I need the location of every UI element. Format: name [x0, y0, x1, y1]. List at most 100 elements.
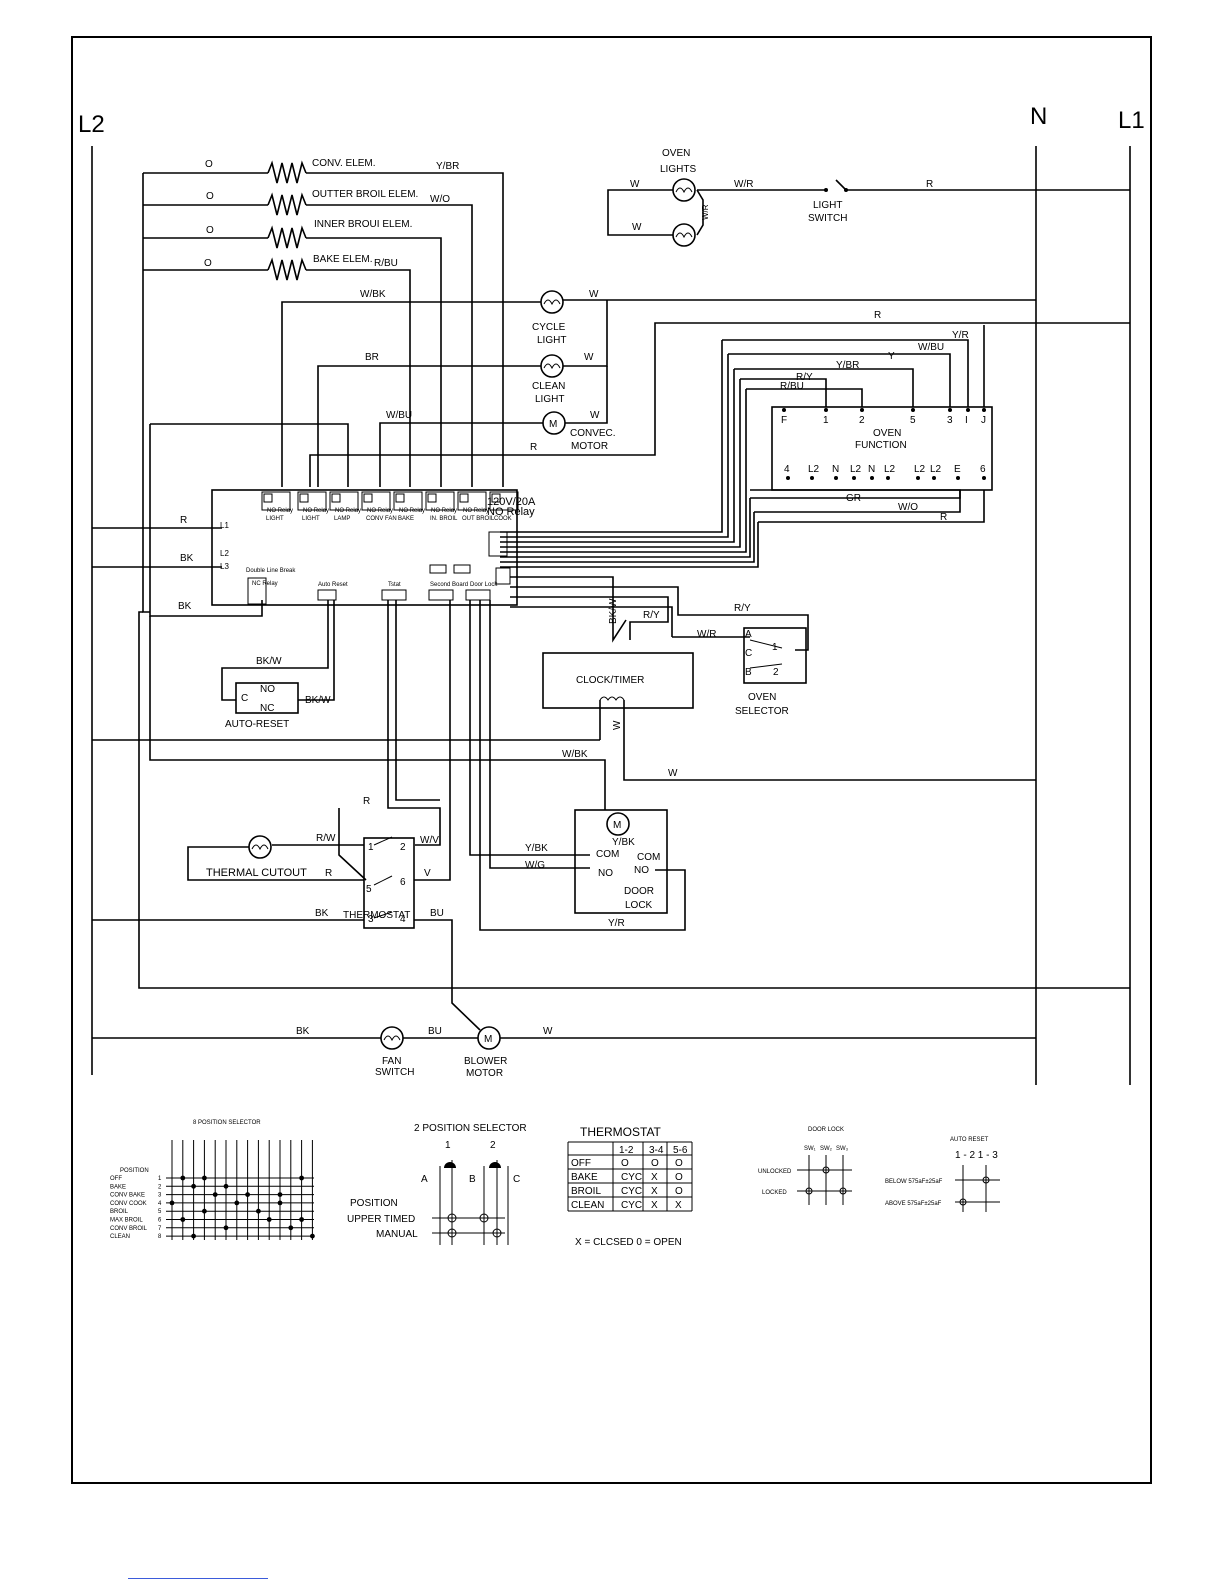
svg-text:L2: L2 — [220, 549, 229, 558]
relay-spec: NO Relay — [431, 508, 457, 514]
svg-text:R: R — [180, 515, 187, 526]
oven-lights-circuit: OVEN LIGHTS W W W/R R W/R LIGHT SWITCH — [607, 148, 1130, 247]
svg-text:1 - 2 1 - 3: 1 - 2 1 - 3 — [955, 1150, 998, 1161]
footer-link-underline — [128, 1578, 268, 1579]
svg-text:Y/BK: Y/BK — [525, 843, 548, 854]
rail-l2-label: L2 — [78, 111, 105, 138]
thermostat-table-row-label: BAKE — [571, 1172, 598, 1183]
position-row-number: 2 — [158, 1184, 162, 1190]
thermal-cutout-label: THERMAL CUTOUT — [206, 867, 307, 879]
svg-text:R/Y: R/Y — [643, 610, 660, 621]
legend-auto-reset: AUTO RESET 1 - 2 1 - 3 BELOW 575aF±25aF … — [885, 1137, 1000, 1212]
conv-elem-label: CONV. ELEM. — [312, 158, 376, 169]
svg-text:MANUAL: MANUAL — [376, 1229, 418, 1240]
svg-text:COM: COM — [596, 849, 619, 860]
thermostat-table-row-label: BROIL — [571, 1186, 601, 1197]
svg-text:Y: Y — [888, 351, 895, 362]
position-row-label: CLEAN — [110, 1234, 130, 1240]
svg-text:R: R — [325, 868, 332, 879]
auto-reset-circuit: BK/W C NO NC BK/W AUTO-RESET — [221, 600, 335, 730]
position-row-number: 1 — [158, 1176, 162, 1182]
cycle-light-icon — [540, 290, 564, 314]
svg-text:W: W — [584, 352, 594, 363]
thermostat-table-header: 1-2 — [619, 1145, 634, 1156]
oven-function-terminal: L2 — [850, 464, 862, 475]
door-lock-box — [574, 809, 668, 914]
svg-text:O: O — [206, 225, 214, 236]
svg-text:M: M — [613, 820, 621, 831]
svg-text:R/Y: R/Y — [734, 603, 751, 614]
position-row-number: 6 — [158, 1218, 162, 1224]
svg-text:W/BK: W/BK — [562, 749, 588, 760]
relay: COOK — [489, 491, 519, 522]
oven-lights-label: OVEN — [662, 148, 690, 159]
svg-text:W: W — [612, 720, 623, 730]
relay-label: IN. BROIL — [430, 516, 458, 522]
svg-text:W: W — [589, 289, 599, 300]
svg-text:LIGHT: LIGHT — [537, 335, 566, 346]
svg-text:W/BK: W/BK — [360, 289, 386, 300]
position-row-label: OFF — [110, 1176, 122, 1182]
svg-text:Y/R: Y/R — [608, 918, 625, 929]
light-switch-label: LIGHT — [813, 200, 842, 211]
thermostat-table-cell: O — [621, 1158, 629, 1169]
svg-text:SW₃: SW₃ — [836, 1146, 849, 1152]
svg-text:A: A — [421, 1174, 428, 1185]
svg-text:W/O: W/O — [898, 502, 918, 513]
oven-function-terminal: L2 — [808, 464, 820, 475]
relay-spec: NO Relay — [399, 508, 425, 514]
svg-text:Y/BR: Y/BR — [836, 360, 859, 371]
svg-text:W: W — [630, 179, 640, 190]
svg-text:O: O — [204, 258, 212, 269]
oven-function-terminal: F — [781, 415, 787, 426]
oven-light-2-icon — [672, 223, 696, 247]
svg-text:O: O — [205, 159, 213, 170]
rail-l1-label: L1 — [1118, 107, 1145, 134]
svg-text:W: W — [632, 222, 642, 233]
svg-text:M: M — [549, 419, 557, 430]
relay-spec: NO Relay — [335, 508, 361, 514]
svg-text:W: W — [590, 410, 600, 421]
thermostat-table-cell: O — [675, 1186, 683, 1197]
oven-function-terminal: 3 — [947, 415, 953, 426]
svg-text:X = CLCSED 0 = OPEN: X = CLCSED 0 = OPEN — [575, 1237, 682, 1248]
svg-text:R/W: R/W — [316, 833, 336, 844]
svg-text:R/BU: R/BU — [374, 258, 398, 269]
svg-text:1: 1 — [445, 1140, 451, 1151]
svg-text:BR: BR — [365, 352, 379, 363]
svg-text:3: 3 — [368, 914, 374, 925]
svg-text:R: R — [363, 796, 370, 807]
svg-text:2: 2 — [400, 842, 406, 853]
svg-text:L1: L1 — [220, 521, 229, 530]
position-row-label: BROIL — [110, 1209, 129, 1215]
oven-function-terminal: N — [868, 464, 875, 475]
svg-text:B: B — [469, 1174, 476, 1185]
oven-function-terminal: 4 — [784, 464, 790, 475]
position-row-number: 4 — [158, 1201, 162, 1207]
svg-text:W: W — [668, 768, 678, 779]
svg-text:R/Y: R/Y — [796, 372, 813, 383]
board-l2-wiring: R BK BK — [92, 423, 349, 617]
thermostat-table-header: 3-4 — [649, 1145, 664, 1156]
oven-function-terminal: J — [981, 415, 986, 426]
svg-text:W/R: W/R — [697, 629, 716, 640]
position-row-number: 3 — [158, 1193, 162, 1199]
svg-text:DOOR LOCK: DOOR LOCK — [808, 1127, 844, 1133]
svg-text:BK/W: BK/W — [256, 656, 282, 667]
thermostat-circuit: R 1 2 5 6 3 4 THERMOSTAT R/W THERMAL CUT… — [92, 600, 481, 1031]
clean-light-label: CLEAN — [532, 381, 565, 392]
thermostat-table-cell: X — [651, 1172, 658, 1183]
svg-text:2 POSITION SELECTOR: 2 POSITION SELECTOR — [414, 1123, 527, 1134]
blower-motor-label: BLOWER — [464, 1056, 507, 1067]
svg-text:SW₂: SW₂ — [820, 1146, 833, 1152]
legend-door-lock: DOOR LOCK SW₁ SW₂ SW₃ UNLOCKED LOCKED — [758, 1127, 852, 1205]
bake-elem-label: BAKE ELEM. — [313, 254, 372, 265]
svg-text:Y/BR: Y/BR — [436, 161, 459, 172]
oven-light-1-icon — [672, 178, 696, 202]
door-lock-circuit: M Y/BK COM COM NO NO DOOR LOCK Y/BK W/G … — [469, 600, 686, 931]
svg-text:NC: NC — [260, 703, 274, 714]
